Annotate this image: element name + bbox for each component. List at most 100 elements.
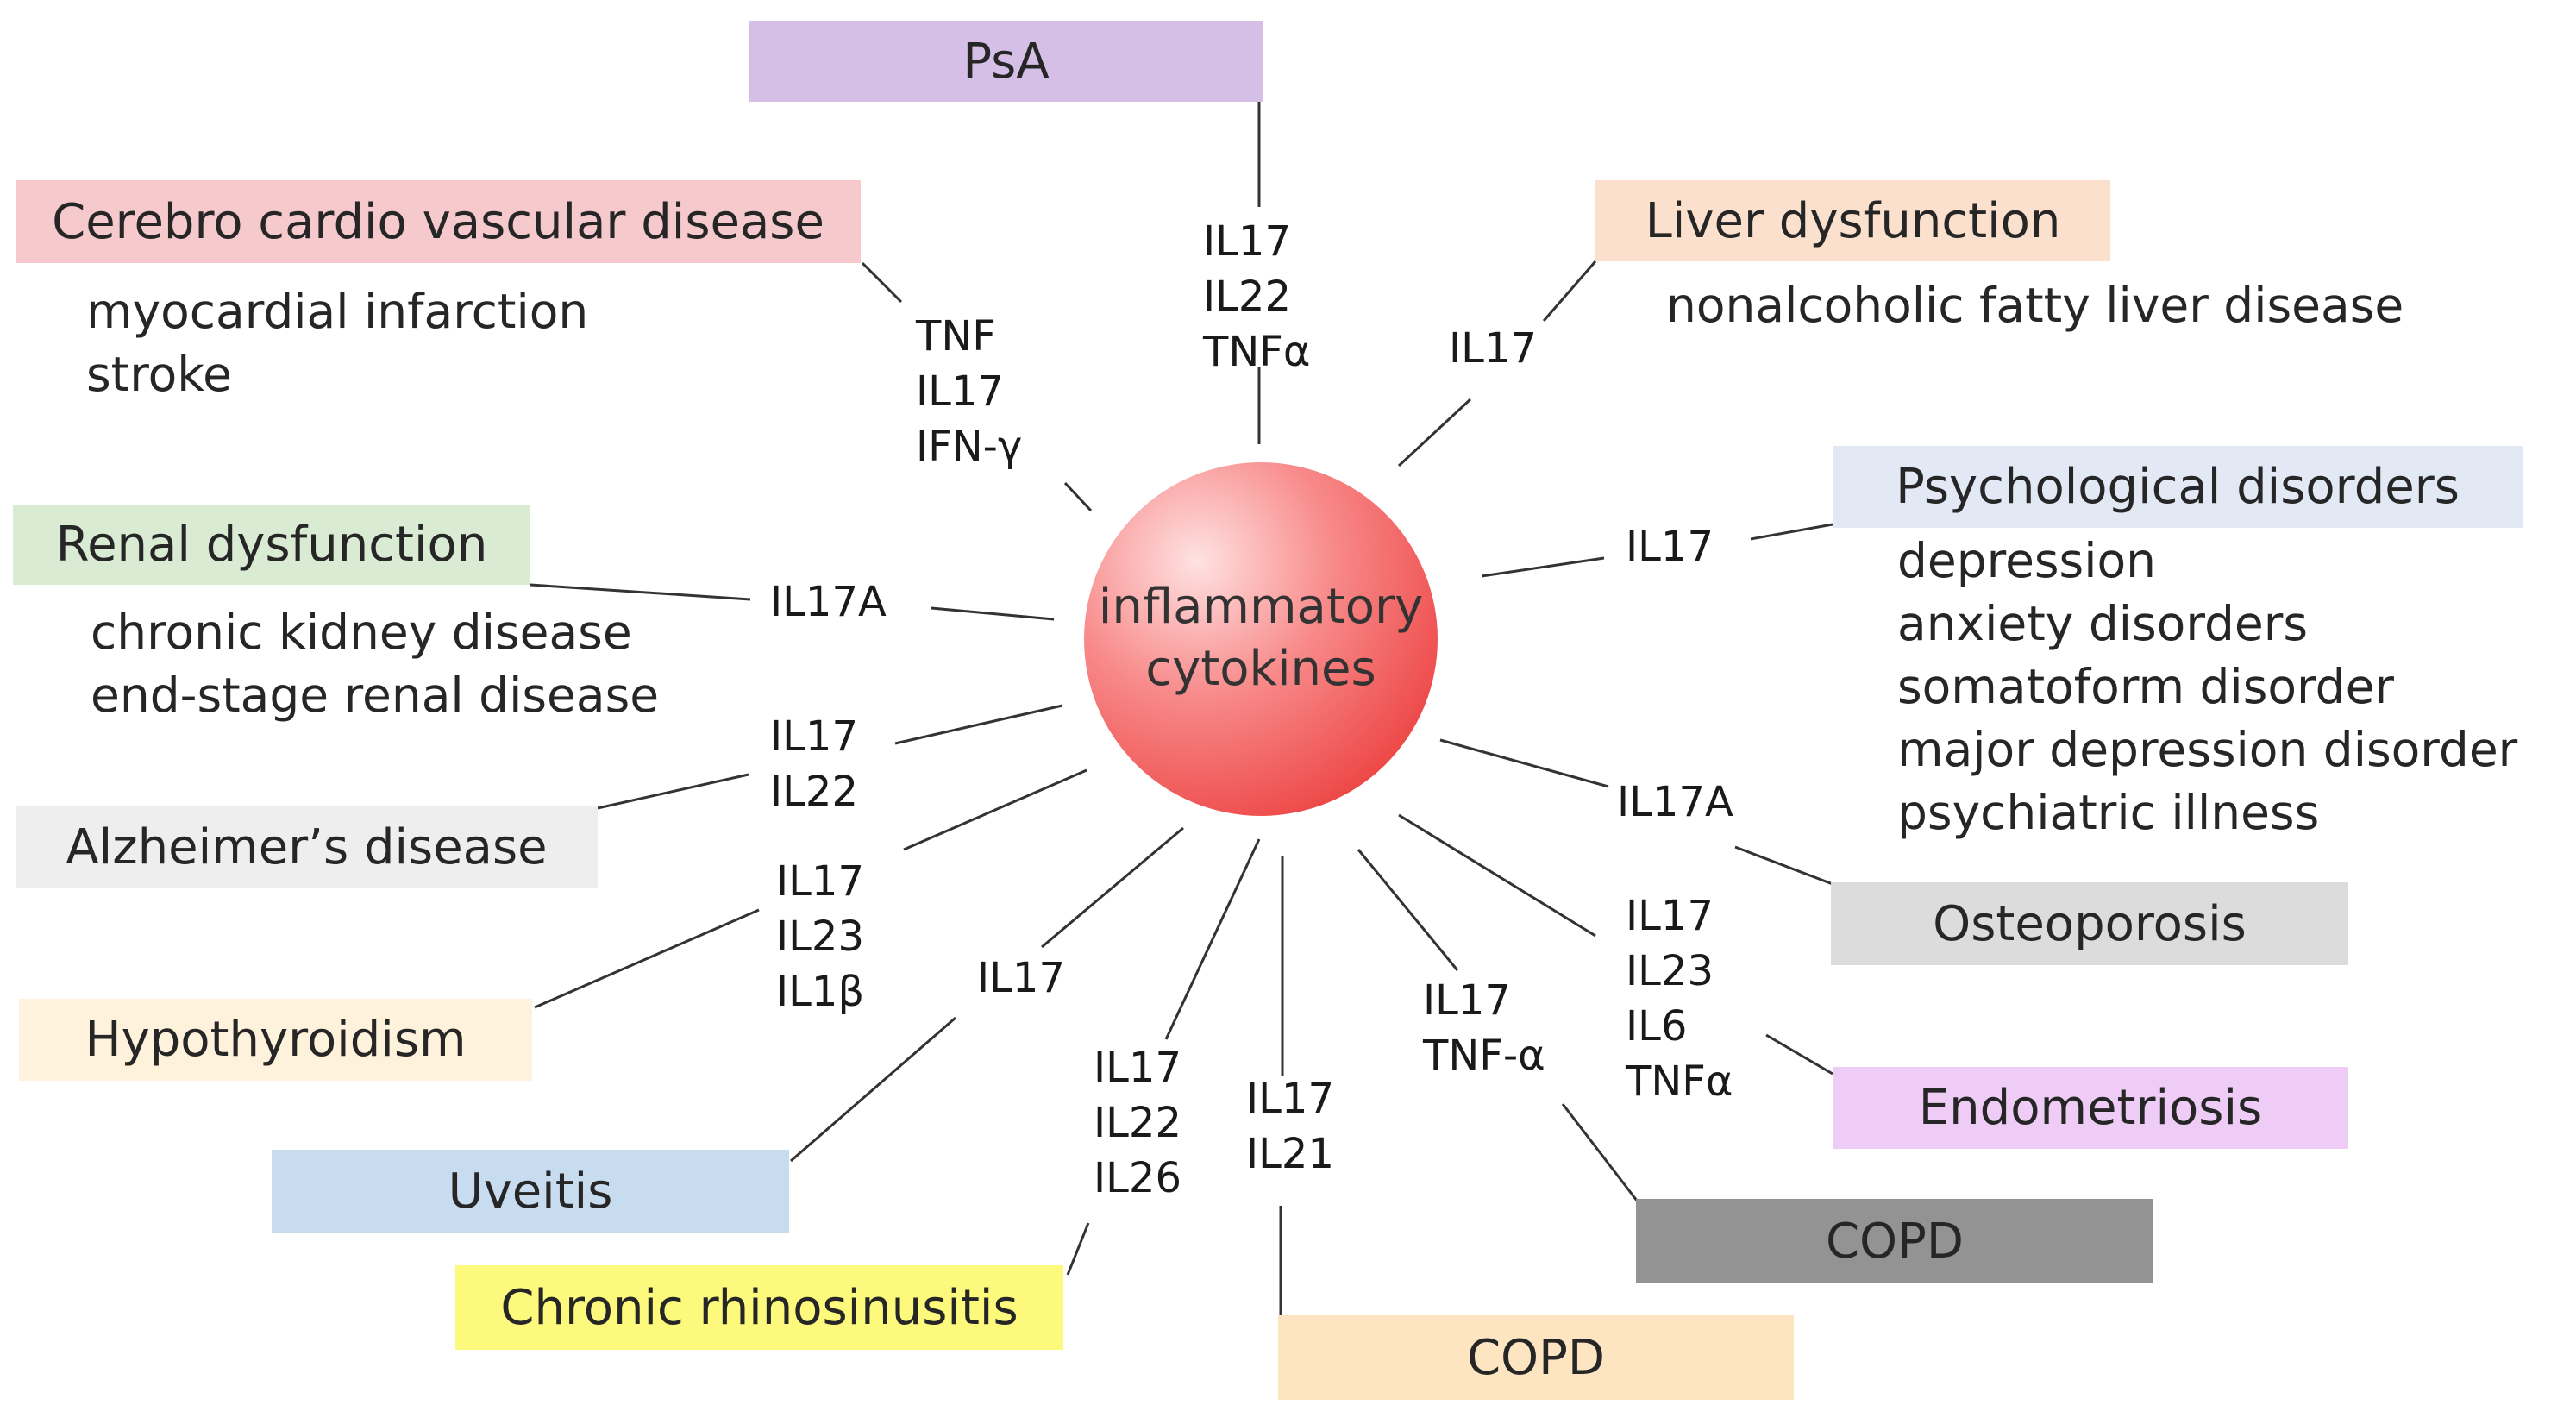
cytokine-cerebro-2: IL17 (916, 367, 1004, 416)
connector-alzheimer-center (894, 704, 1063, 745)
disease-box-rhino: Chronic rhinosinusitis (455, 1265, 1063, 1350)
connector-osteo-center (1439, 738, 1609, 788)
connector-copd-right (1561, 1103, 1639, 1201)
cytokine-copd-bottom-1: IL17 (1246, 1075, 1334, 1123)
example-renal-1: chronic kidney disease (91, 605, 632, 660)
disease-box-liver: Liver dysfunction (1595, 180, 2110, 261)
disease-box-hypothyroid: Hypothyroidism (19, 999, 532, 1081)
cytokines-hypothyroid: IL17 IL23 IL1β (776, 854, 864, 1019)
example-renal-2: end-stage renal disease (91, 668, 660, 723)
cytokines-uveitis: IL17 (977, 950, 1065, 1006)
connector-uveitis-center (1041, 826, 1184, 949)
disease-label-endo: Endometriosis (1918, 1080, 2263, 1136)
cytokine-rhino-3: IL26 (1094, 1154, 1181, 1202)
cytokine-hypothyroid-3: IL1β (776, 968, 865, 1016)
example-psych-1: depression (1897, 533, 2157, 588)
disease-label-cerebro: Cerebro cardio vascular disease (52, 193, 824, 250)
connector-rhino (1066, 1222, 1090, 1276)
connector-cerebro-center (1063, 481, 1093, 512)
disease-box-uveitis: Uveitis (272, 1150, 789, 1233)
connector-osteo (1734, 845, 1833, 886)
cytokine-alzheimer-1: IL17 (770, 712, 858, 761)
connector-endo-center (1398, 813, 1596, 938)
connector-psych (1750, 523, 1833, 541)
connector-renal-center (931, 606, 1055, 621)
cytokine-psa-2: IL22 (1203, 273, 1291, 321)
cytokine-endo-2: IL23 (1626, 947, 1714, 995)
cytokine-endo-1: IL17 (1626, 892, 1714, 940)
connector-alzheimer (597, 773, 749, 810)
connector-liver-center (1397, 398, 1472, 467)
cytokine-hub-circle (1084, 462, 1438, 816)
connector-rhino-center (1164, 838, 1261, 1040)
cytokine-psych-1: IL17 (1626, 523, 1714, 571)
disease-label-copd-right: COPD (1825, 1213, 1965, 1270)
cytokine-copd-bottom-2: IL21 (1246, 1130, 1334, 1178)
example-psych-5: psychiatric illness (1897, 785, 2320, 840)
cytokine-cerebro-3: IFN-γ (916, 423, 1023, 471)
cytokine-alzheimer-2: IL22 (770, 768, 858, 816)
cytokine-psa-3: TNFα (1203, 328, 1311, 376)
connector-copd-right-center (1357, 849, 1459, 971)
disease-label-liver: Liver dysfunction (1645, 192, 2061, 249)
disease-box-psych: Psychological disorders (1833, 446, 2523, 528)
connector-cerebro (861, 261, 903, 304)
connector-hypothyroid (534, 908, 760, 1009)
example-psych-3: somatoform disorder (1897, 659, 2395, 714)
cytokines-rhino: IL17 IL22 IL26 (1094, 1040, 1181, 1206)
cytokine-renal-1: IL17A (770, 578, 887, 626)
cytokines-renal: IL17A (770, 574, 887, 630)
disease-box-alzheimer: Alzheimer’s disease (16, 806, 598, 888)
example-psych-4: major depression disorder (1897, 722, 2518, 777)
cytokines-cerebro: TNF IL17 IFN-γ (916, 309, 1022, 474)
cytokine-hypothyroid-2: IL23 (776, 913, 864, 961)
cytokines-copd-right: IL17 TNF-α (1423, 973, 1545, 1083)
disease-label-uveitis: Uveitis (448, 1164, 613, 1220)
example-psych-2: anxiety disorders (1897, 596, 2308, 651)
cytokines-psych: IL17 (1626, 519, 1714, 574)
cytokines-psa: IL17 IL22 TNFα (1203, 214, 1310, 380)
cytokine-psa-1: IL17 (1203, 217, 1291, 266)
disease-label-renal: Renal dysfunction (55, 517, 488, 573)
disease-box-copd-bottom: COPD (1278, 1315, 1794, 1400)
center-label-line-2: cytokines (1145, 641, 1376, 697)
examples-psych: depression anxiety disorders somatoform … (1897, 530, 2517, 844)
cytokine-copd-right-1: IL17 (1423, 976, 1511, 1025)
cytokines-copd-bottom: IL17 IL21 (1246, 1071, 1334, 1182)
center-label-line-1: inflammatory (1098, 579, 1424, 635)
cytokines-alzheimer: IL17 IL22 (770, 709, 858, 819)
cytokines-osteo: IL17A (1617, 775, 1733, 830)
connector-hypothyroid-center (903, 768, 1087, 851)
cytokine-rhino-2: IL22 (1094, 1099, 1181, 1147)
disease-box-endo: Endometriosis (1833, 1067, 2348, 1149)
cytokine-copd-right-2: TNF-α (1423, 1032, 1545, 1080)
disease-label-psych: Psychological disorders (1896, 459, 2460, 515)
examples-liver: nonalcoholic fatty liver disease (1666, 274, 2404, 337)
connector-liver (1542, 260, 1597, 322)
disease-box-cerebro: Cerebro cardio vascular disease (16, 180, 861, 263)
cytokine-rhino-1: IL17 (1094, 1044, 1181, 1092)
disease-label-alzheimer: Alzheimer’s disease (66, 819, 548, 875)
cytokine-endo-4: TNFα (1626, 1057, 1733, 1106)
cytokine-uveitis-1: IL17 (977, 954, 1065, 1002)
connector-renal (530, 583, 751, 601)
disease-label-copd-bottom: COPD (1466, 1329, 1606, 1386)
cytokines-endo: IL17 IL23 IL6 TNFα (1626, 888, 1733, 1109)
cytokines-liver: IL17 (1449, 321, 1537, 376)
cytokine-hypothyroid-1: IL17 (776, 857, 864, 906)
example-liver-1: nonalcoholic fatty liver disease (1666, 278, 2404, 333)
connector-endo (1765, 1033, 1833, 1076)
disease-label-hypothyroid: Hypothyroidism (85, 1012, 467, 1068)
cytokine-cerebro-1: TNF (916, 312, 996, 361)
disease-label-rhino: Chronic rhinosinusitis (500, 1279, 1018, 1336)
examples-cerebro: myocardial infarction stroke (86, 280, 588, 406)
cytokine-osteo-1: IL17A (1617, 778, 1733, 826)
example-cerebro-2: stroke (86, 347, 233, 402)
disease-label-psa: PsA (962, 33, 1050, 90)
disease-box-osteo: Osteoporosis (1831, 882, 2348, 965)
cytokine-endo-3: IL6 (1626, 1002, 1688, 1051)
disease-label-osteo: Osteoporosis (1933, 895, 2247, 952)
center-label: inflammatory cytokines (1075, 576, 1446, 700)
connector-uveitis (790, 1016, 956, 1163)
disease-box-renal: Renal dysfunction (13, 505, 530, 585)
